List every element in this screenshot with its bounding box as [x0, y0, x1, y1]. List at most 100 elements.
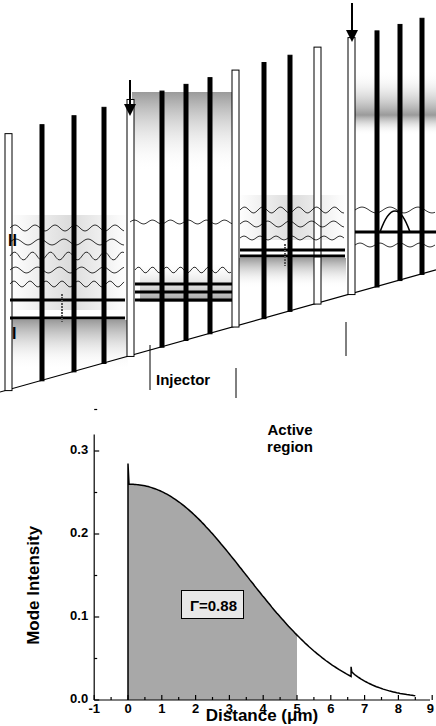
barrier: [398, 24, 402, 280]
barrier: [208, 78, 212, 334]
tick: [263, 695, 264, 700]
wavefunction: [380, 211, 410, 232]
tick: [280, 697, 281, 700]
energy-level: [355, 231, 436, 234]
tick: [94, 450, 99, 451]
axis-title: Mode Intensity: [25, 525, 44, 644]
barrier: [5, 134, 12, 391]
tick-label: 9: [427, 702, 434, 716]
wavefunction: [10, 267, 124, 273]
tick: [246, 697, 247, 700]
tick: [144, 697, 145, 700]
wavefunction: [135, 267, 231, 273]
tick-label: 1: [158, 702, 165, 716]
energy-level: [135, 299, 232, 302]
tick: [381, 697, 382, 700]
wavefunction: [130, 220, 232, 224]
tick: [94, 699, 99, 700]
wavefunction: [10, 239, 124, 245]
tick: [195, 695, 196, 700]
region-separator: [346, 322, 347, 356]
tick: [330, 695, 331, 700]
tick: [212, 697, 213, 700]
wavefunction: [240, 207, 344, 213]
wavefunction: [240, 236, 344, 240]
tick: [347, 697, 348, 700]
tick-label: 0.3: [70, 443, 88, 457]
wavefunction: [10, 225, 124, 231]
energy-level: [10, 299, 125, 302]
tick-label: 4: [260, 702, 267, 716]
barrier: [40, 125, 44, 381]
wavefunction: [10, 281, 124, 287]
tick: [313, 697, 314, 700]
transition-arrow: [284, 244, 286, 266]
tick: [94, 695, 95, 700]
transition-arrow: [61, 294, 63, 322]
wavefunction: [240, 221, 344, 227]
tick-label: 2: [192, 702, 199, 716]
energy-level: [135, 283, 232, 286]
tick: [364, 695, 365, 700]
tick: [94, 616, 99, 617]
energy-level: [240, 255, 345, 258]
tick: [110, 697, 111, 700]
band-label: II: [8, 232, 17, 250]
tick-label: 0: [124, 702, 131, 716]
barrier: [232, 70, 239, 327]
barrier: [420, 18, 424, 274]
tick-label: 5: [293, 702, 300, 716]
tick: [415, 697, 416, 700]
tick: [229, 695, 230, 700]
region-label: Injector: [156, 372, 210, 389]
barrier: [102, 107, 106, 363]
wavefunction: [355, 243, 435, 247]
arrow-shaft: [351, 3, 353, 34]
mode-curve: [128, 463, 415, 700]
state-shading: [132, 92, 232, 172]
value-text: Γ=0.88: [190, 597, 235, 614]
tick: [161, 695, 162, 700]
tick-label: 6: [327, 702, 334, 716]
region-label: Active region: [258, 422, 322, 455]
region-separator: [236, 368, 237, 398]
tick-label: -1: [88, 702, 100, 716]
tick: [398, 695, 399, 700]
state-shading: [10, 215, 128, 310]
energy-level: [240, 249, 345, 252]
tick: [127, 695, 128, 700]
wavefunction: [355, 207, 435, 213]
tick: [94, 409, 97, 410]
tick: [94, 575, 97, 576]
band-edge: [0, 270, 436, 392]
energy-level: [10, 317, 125, 320]
tick: [94, 492, 97, 493]
barrier: [262, 63, 266, 319]
barrier: [314, 47, 321, 304]
tick-label: 7: [361, 702, 368, 716]
barrier: [288, 55, 292, 311]
tick-label: 3: [226, 702, 233, 716]
energy-level: [135, 291, 232, 294]
band-label: I: [12, 325, 16, 343]
value-box: Γ=0.88: [181, 590, 244, 619]
state-shading: [10, 320, 128, 370]
tick: [94, 658, 97, 659]
y-axis: [94, 434, 95, 700]
confinement-area: [128, 484, 297, 700]
barrier: [127, 99, 134, 356]
tick: [178, 697, 179, 700]
wavefunction: [10, 252, 124, 260]
barrier: [375, 31, 379, 287]
tick-label: 0.1: [70, 609, 88, 623]
barrier: [160, 91, 164, 347]
tick: [432, 695, 433, 700]
region-separator: [150, 345, 151, 390]
arrow-head: [124, 104, 136, 116]
tick: [296, 695, 297, 700]
barrier: [184, 84, 188, 340]
tick-label: 0.0: [70, 692, 88, 706]
arrow-head: [346, 30, 358, 42]
barrier: [348, 38, 355, 295]
tick: [94, 533, 99, 534]
